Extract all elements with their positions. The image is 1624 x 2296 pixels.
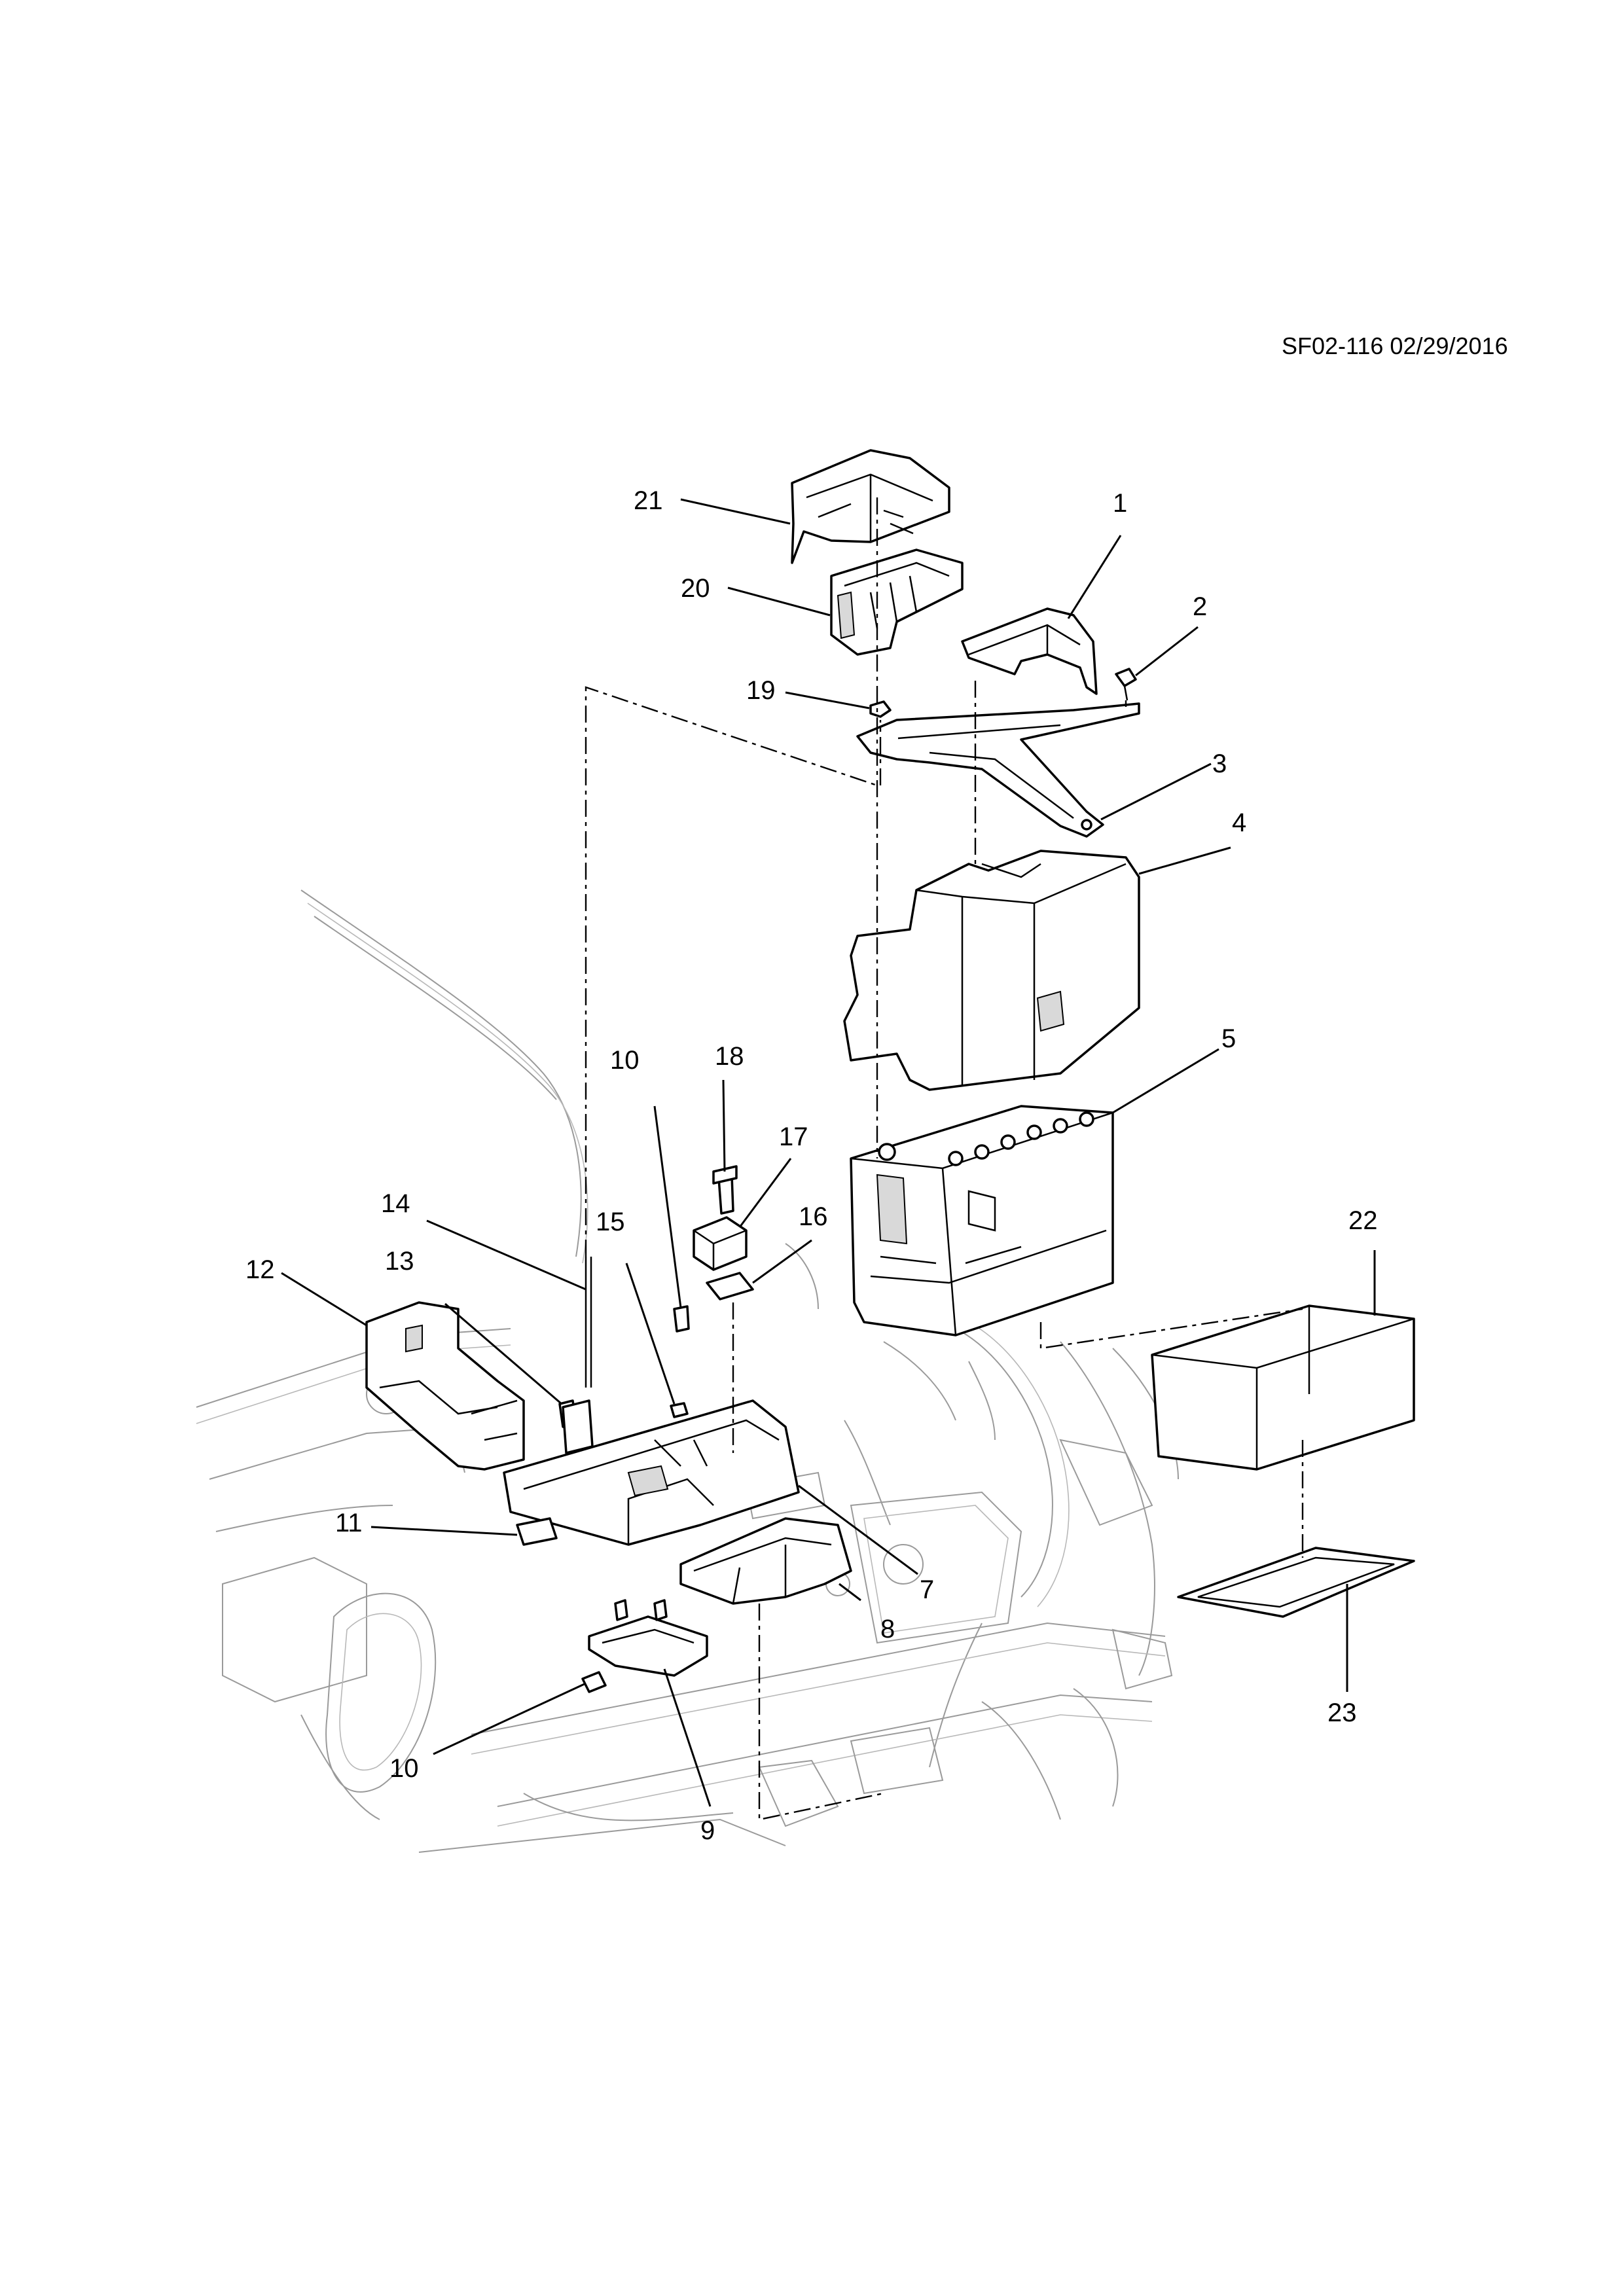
part-17-clamp — [693, 1216, 748, 1271]
callout-8: 8 — [880, 1615, 895, 1643]
leader-lines — [281, 498, 1376, 1807]
callout-3: 3 — [1212, 749, 1227, 778]
callout-9: 9 — [700, 1816, 715, 1845]
callout-7: 7 — [920, 1575, 934, 1604]
part-2-bolt — [1115, 668, 1137, 701]
part-21-fuse-block-upper-cover — [791, 449, 950, 564]
diagram-reference-code: SF02-116 02/29/2016 — [1282, 332, 1508, 359]
callout-13: 13 — [385, 1247, 414, 1276]
part-5-battery — [850, 1105, 1114, 1336]
part-1-terminal-cover — [961, 607, 1098, 695]
callout-10-lower: 10 — [389, 1754, 419, 1783]
callout-22: 22 — [1348, 1206, 1378, 1235]
part-11-bracket — [516, 1517, 558, 1546]
part-9-mounting-bracket — [588, 1599, 708, 1677]
part-20-fuse-block — [830, 548, 964, 656]
callout-23: 23 — [1327, 1698, 1357, 1727]
part-8-support-bracket — [679, 1517, 852, 1605]
callout-10-upper: 10 — [610, 1046, 640, 1075]
assembly-lines — [585, 497, 1304, 1821]
callout-4: 4 — [1232, 808, 1246, 837]
callout-17: 17 — [779, 1122, 808, 1151]
callout-18: 18 — [715, 1042, 744, 1071]
callout-12: 12 — [245, 1255, 275, 1284]
callout-19: 19 — [746, 676, 776, 705]
part-22-battery-box — [1151, 1304, 1415, 1471]
part-10-bolt-upper — [673, 1305, 690, 1333]
callout-21: 21 — [634, 486, 663, 515]
part-12-heat-shield — [365, 1301, 525, 1471]
part-16-bracket — [706, 1272, 754, 1300]
part-23-battery-pad — [1177, 1547, 1415, 1618]
part-3-battery-retainer — [856, 702, 1140, 838]
part-10-bolt-lower — [581, 1671, 607, 1693]
callout-numbers: 21 20 1 2 19 3 4 5 18 17 16 10 15 14 13 … — [245, 486, 1378, 1845]
part-4-battery-insulator — [843, 850, 1140, 1091]
callout-15: 15 — [596, 1208, 625, 1236]
part-18-bolt — [712, 1165, 738, 1215]
callout-5: 5 — [1221, 1024, 1236, 1053]
callout-2: 2 — [1193, 592, 1207, 621]
part-14-cable-bracket — [562, 1257, 594, 1454]
part-19-nut — [869, 700, 892, 718]
part-15-bolt — [670, 1402, 689, 1418]
callout-1: 1 — [1113, 489, 1127, 518]
vehicle-body-background — [196, 889, 1179, 1853]
part-7-battery-tray — [503, 1399, 800, 1546]
callout-16: 16 — [799, 1202, 828, 1231]
callout-14: 14 — [381, 1189, 410, 1218]
callout-11: 11 — [335, 1509, 363, 1537]
callout-20: 20 — [681, 574, 710, 603]
